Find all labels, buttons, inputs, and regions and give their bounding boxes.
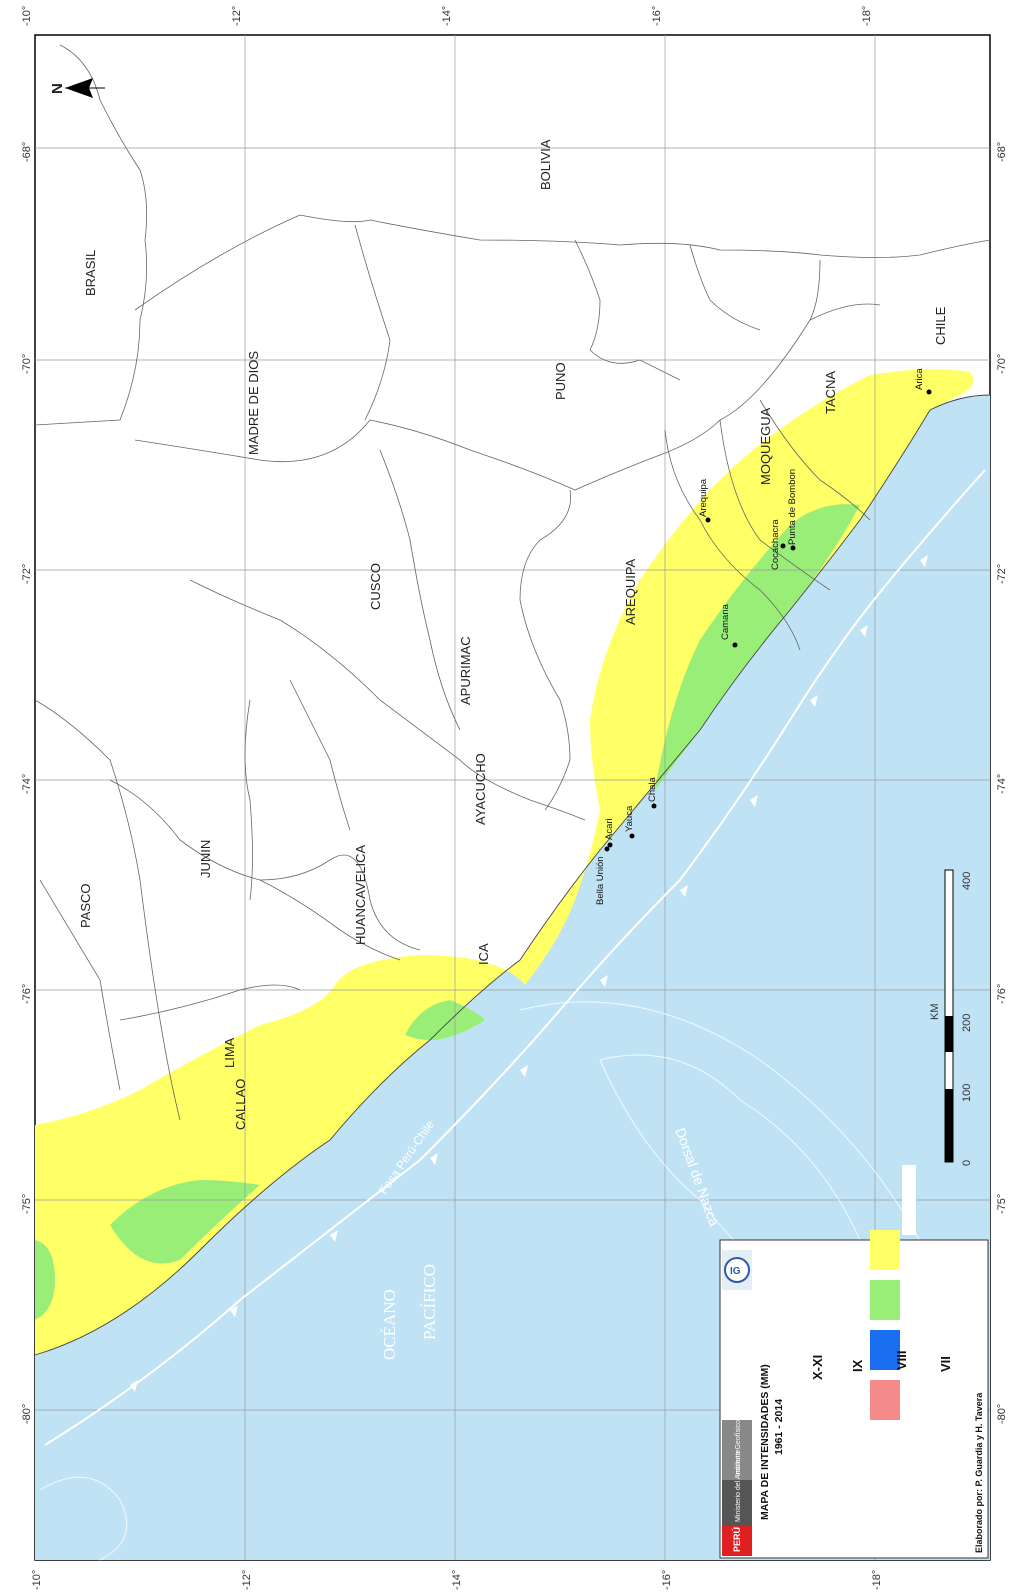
label-junin: JUNIN [198, 840, 213, 878]
label-ica: ICA [476, 943, 491, 965]
legend-credit: Elaborado por: P. Guardia y H. Tavera [974, 1392, 984, 1553]
label-bolivia: BOLIVIA [538, 139, 553, 190]
legend-ministry: Ministerio del Ambiente [735, 1450, 742, 1522]
scale-tick-400: 400 [961, 872, 973, 890]
right-lon-ticks: -68° -70° -72° -74° -76° -75° -80° [996, 142, 1008, 1424]
svg-text:-68°: -68° [996, 142, 1008, 162]
intensity-viii-zone-4 [35, 1240, 55, 1320]
legend-entry-ix: IX [850, 1359, 865, 1372]
graticule [35, 35, 990, 1560]
svg-text:-16°: -16° [661, 1570, 673, 1590]
legend-peru: PERÚ [731, 1527, 742, 1552]
legend-institute: Instituto Geofísico del Perú [735, 1392, 742, 1476]
label-pasco: PASCO [78, 883, 93, 928]
city-markers [604, 389, 932, 852]
left-lon-ticks: -68° -70° -72° -74° -76° -75° -80° [21, 142, 33, 1424]
scale-tick-100: 100 [961, 1084, 973, 1102]
top-lat-ticks: -10° -12° -14° -16° -18° [21, 6, 873, 26]
label-madre-de-dios: MADRE DE DIOS [246, 351, 261, 455]
svg-text:-80°: -80° [996, 1404, 1008, 1424]
svg-text:-75°: -75° [21, 1194, 33, 1214]
scale-tick-200: 200 [961, 1014, 973, 1032]
svg-text:-14°: -14° [441, 6, 453, 26]
legend-entry-x-xi: X-XI [810, 1355, 825, 1380]
city-camana: Camana [720, 603, 731, 640]
svg-text:-10°: -10° [21, 6, 33, 26]
legend-entry-viii: VIII [894, 1350, 909, 1370]
city-arica: Arica [914, 368, 925, 390]
scale-unit: KM [929, 1004, 941, 1021]
label-chile: CHILE [933, 306, 948, 345]
city-bella-union: Bella Unión [595, 856, 606, 905]
svg-text:-14°: -14° [451, 1570, 463, 1590]
coastline [34, 394, 991, 1356]
label-ocean-2: PACÍFICO [420, 1264, 439, 1340]
svg-text:IG: IG [730, 1266, 741, 1277]
ocean-contour [39, 1476, 128, 1561]
svg-text:-76°: -76° [21, 984, 33, 1004]
label-apurimac: APURIMAC [458, 636, 473, 705]
city-yauca: Yauca [624, 805, 635, 832]
city-acari: Acari [604, 818, 615, 840]
scale-tick-0: 0 [961, 1160, 973, 1166]
svg-text:-74°: -74° [21, 774, 33, 794]
svg-text:-72°: -72° [21, 564, 33, 584]
intensity-viii-zone-2 [405, 1000, 485, 1040]
city-arequipa: Arequipa [698, 478, 709, 517]
label-huancavelica: HUANCAVELICA [353, 844, 368, 945]
svg-text:-16°: -16° [651, 6, 663, 26]
svg-text:-18°: -18° [861, 6, 873, 26]
label-tacna: TACNA [823, 371, 838, 414]
city-punta-de-bombon: Punta de Bombon [787, 469, 798, 545]
svg-text:-12°: -12° [241, 1570, 253, 1590]
city-cocachacra: Cocachacra [770, 519, 781, 570]
label-ocean-1: OCÉANO [380, 1289, 399, 1360]
label-puno: PUNO [553, 362, 568, 400]
svg-text:-70°: -70° [996, 354, 1008, 374]
legend-period: 1961 - 2014 [773, 1399, 785, 1455]
svg-text:-75°: -75° [996, 1194, 1008, 1214]
label-cusco: CUSCO [368, 563, 383, 610]
label-callao: CALLAO [233, 1079, 248, 1130]
label-lima: LIMA [222, 1037, 237, 1068]
svg-text:-80°: -80° [21, 1404, 33, 1424]
label-moquegua: MOQUEGUA [758, 407, 773, 485]
peru-chile-trench [44, 469, 986, 1446]
bottom-lat-ticks: -10° -12° -14° -16° -18° [31, 1570, 883, 1590]
svg-text:-74°: -74° [996, 774, 1008, 794]
intensity-viii-zone-3 [110, 1180, 260, 1264]
legend-entry-vii: VII [938, 1356, 953, 1372]
city-chala: Chala [647, 776, 658, 802]
legend-title: MAPA DE INTENSIDADES (MM) [759, 1364, 771, 1520]
label-ayacucho: AYACUCHO [473, 753, 488, 825]
svg-text:-12°: -12° [231, 6, 243, 26]
institute-logo: IG [724, 1257, 750, 1283]
north-arrow [65, 78, 105, 98]
legend [719, 1230, 989, 1559]
label-arequipa: AREQUIPA [623, 558, 638, 625]
trench-teeth [130, 555, 928, 1392]
svg-text:-70°: -70° [21, 354, 33, 374]
scale-mask [902, 1165, 916, 1235]
north-label: N [49, 83, 66, 94]
scale-bar [944, 869, 954, 1163]
label-brasil: BRASIL [83, 250, 98, 296]
svg-text:-68°: -68° [21, 142, 33, 162]
svg-text:-72°: -72° [996, 564, 1008, 584]
svg-text:-10°: -10° [31, 1570, 43, 1590]
svg-text:-18°: -18° [871, 1570, 883, 1590]
political-borders [34, 44, 991, 1121]
svg-text:-76°: -76° [996, 984, 1008, 1004]
